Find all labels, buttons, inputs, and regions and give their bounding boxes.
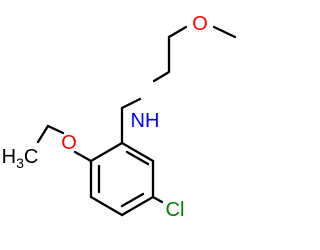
bond-ring-o <box>73 150 93 163</box>
bonds <box>36 25 237 217</box>
bond-ch2-n <box>152 70 171 83</box>
ring-bond-3 <box>120 195 155 217</box>
molecule-structure: O NH O H3C Cl <box>0 0 250 250</box>
atom-n: NH <box>131 110 160 132</box>
background <box>0 0 250 250</box>
bond-methyl-o <box>212 25 237 39</box>
ring-bond-6 <box>89 141 124 163</box>
atom-methyl: H3C <box>2 146 39 171</box>
ring-double-2 <box>120 192 145 208</box>
ring-bond-4 <box>89 195 124 217</box>
atom-o-left: O <box>61 132 77 154</box>
ring-bond-1 <box>120 141 155 163</box>
bond-o-ch2 <box>167 25 188 39</box>
atom-o-top: O <box>192 13 208 35</box>
atom-labels: O NH O H3C Cl <box>2 13 208 221</box>
atom-cl: Cl <box>166 199 185 221</box>
bond-n-ch2 <box>120 97 142 110</box>
bond-o-ch2-ethoxy <box>46 124 65 135</box>
ring-double-1 <box>125 150 150 166</box>
bond-ch2-ch3 <box>36 124 50 144</box>
bond-ring-cl <box>151 195 164 204</box>
